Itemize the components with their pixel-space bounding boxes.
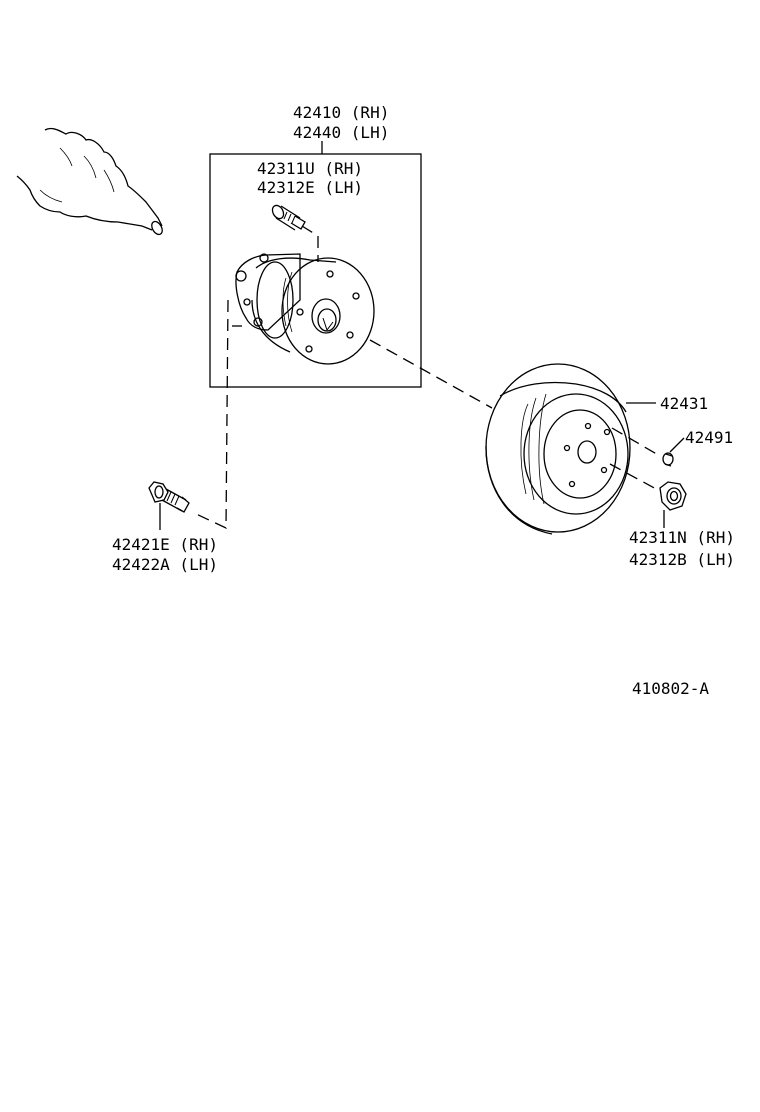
bolt-leader bbox=[191, 299, 229, 530]
nut-part-number-rh: 42311N (RH) bbox=[629, 528, 735, 547]
bolt-part-number-rh: 42421E (RH) bbox=[112, 535, 218, 554]
bolt-part-number-lh: 42422A (LH) bbox=[112, 555, 218, 574]
figure-code: 410802-A bbox=[632, 679, 709, 698]
disc-part-number: 42431 bbox=[660, 394, 708, 413]
mounting-bolt-icon bbox=[148, 481, 190, 513]
hub-bolt-part-number-lh: 42312E (LH) bbox=[257, 178, 363, 197]
plug-icon bbox=[662, 452, 674, 467]
hub-bolt-icon bbox=[271, 204, 306, 231]
hub-part-number-lh: 42440 (LH) bbox=[293, 123, 389, 142]
disc-rotor-icon bbox=[485, 363, 631, 535]
hub-part-number-rh: 42410 (RH) bbox=[293, 103, 389, 122]
hub-bearing-icon bbox=[235, 253, 375, 365]
hub-bolt-part-number-rh: 42311U (RH) bbox=[257, 159, 363, 178]
nut-icon bbox=[659, 481, 687, 511]
nut-part-number-lh: 42312B (LH) bbox=[629, 550, 735, 569]
hub-assembly-box bbox=[209, 153, 422, 388]
plug-part-number: 42491 bbox=[685, 428, 733, 447]
axle-beam-icon bbox=[16, 127, 163, 236]
